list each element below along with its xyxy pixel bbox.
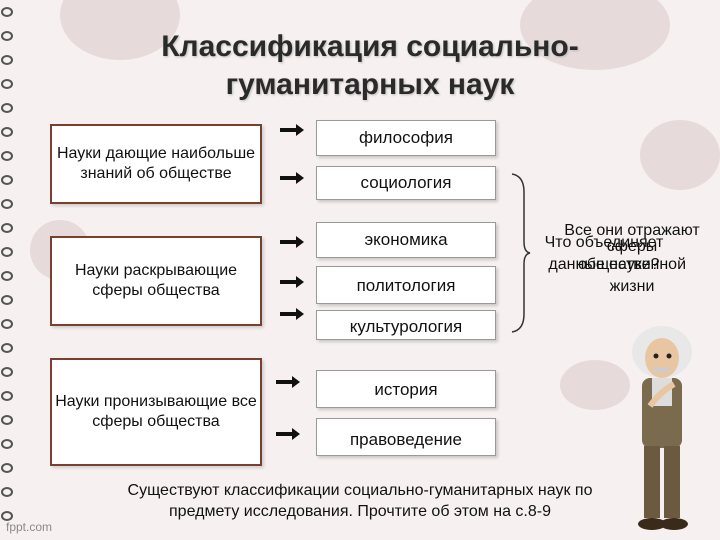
decorative-blot	[560, 360, 630, 410]
science-box-sociology: социология	[316, 166, 496, 200]
question-line: Что объединяет	[544, 234, 664, 251]
category-box-spheres: Науки раскрывающие сферы общества	[50, 236, 262, 326]
grouping-bracket	[511, 173, 531, 333]
science-box-law: правоведение	[316, 418, 496, 456]
arrow-right-icon	[280, 276, 304, 288]
notebook-spiral	[1, 7, 13, 521]
arrow-right-icon	[280, 172, 304, 184]
title-line-2: гуманитарных наук	[225, 68, 515, 101]
science-box-economics: экономика	[316, 222, 496, 258]
science-box-history: история	[316, 370, 496, 408]
question-text: Что объединяет данные науки?	[534, 234, 674, 274]
answer-line: сферы	[606, 238, 658, 255]
page-title: Классификация социально- гуманитарных на…	[40, 28, 700, 104]
science-label: политология	[356, 276, 456, 295]
science-label: культурология	[349, 317, 463, 336]
category-label: Науки дающие наибольше знаний об обществ…	[56, 145, 256, 182]
answer-text: Все они отражают сферы общественной жизн…	[548, 222, 716, 296]
science-label: история	[374, 380, 438, 399]
category-box-knowledge: Науки дающие наибольше знаний об обществ…	[50, 124, 262, 204]
decorative-blot	[520, 0, 670, 70]
arrow-right-icon	[280, 308, 304, 320]
arrow-right-icon	[276, 376, 300, 388]
site-logo: fppt.com	[6, 520, 53, 534]
science-label: социология	[360, 173, 452, 192]
science-box-philosophy: философия	[316, 120, 496, 156]
bottom-line: Существуют классификации социально-гуман…	[127, 482, 593, 499]
bottom-line: предмету исследования. Прочтите об этом …	[169, 503, 551, 520]
science-label: философия	[359, 128, 453, 147]
science-label: правоведение	[349, 430, 463, 449]
arrow-right-icon	[276, 428, 300, 440]
decorative-blot	[640, 120, 720, 190]
einstein-figure	[632, 326, 692, 530]
answer-line: жизни	[609, 278, 655, 295]
science-box-culturology: культурология	[316, 310, 496, 340]
title-line-1: Классификация социально-	[161, 30, 579, 63]
answer-line: Все они отражают	[564, 222, 700, 239]
category-box-pervasive: Науки пронизывающие все сферы общества	[50, 358, 262, 466]
bottom-note: Существуют классификации социально-гуман…	[40, 480, 680, 522]
arrow-right-icon	[280, 236, 304, 248]
question-line: данные науки?	[548, 256, 660, 273]
category-label: Науки раскрывающие сферы общества	[74, 262, 238, 299]
science-box-politology: политология	[316, 266, 496, 304]
arrow-right-icon	[280, 124, 304, 136]
answer-line: общественной	[578, 256, 686, 273]
category-label: Науки пронизывающие все сферы общества	[55, 393, 257, 430]
science-label: экономика	[364, 230, 448, 249]
